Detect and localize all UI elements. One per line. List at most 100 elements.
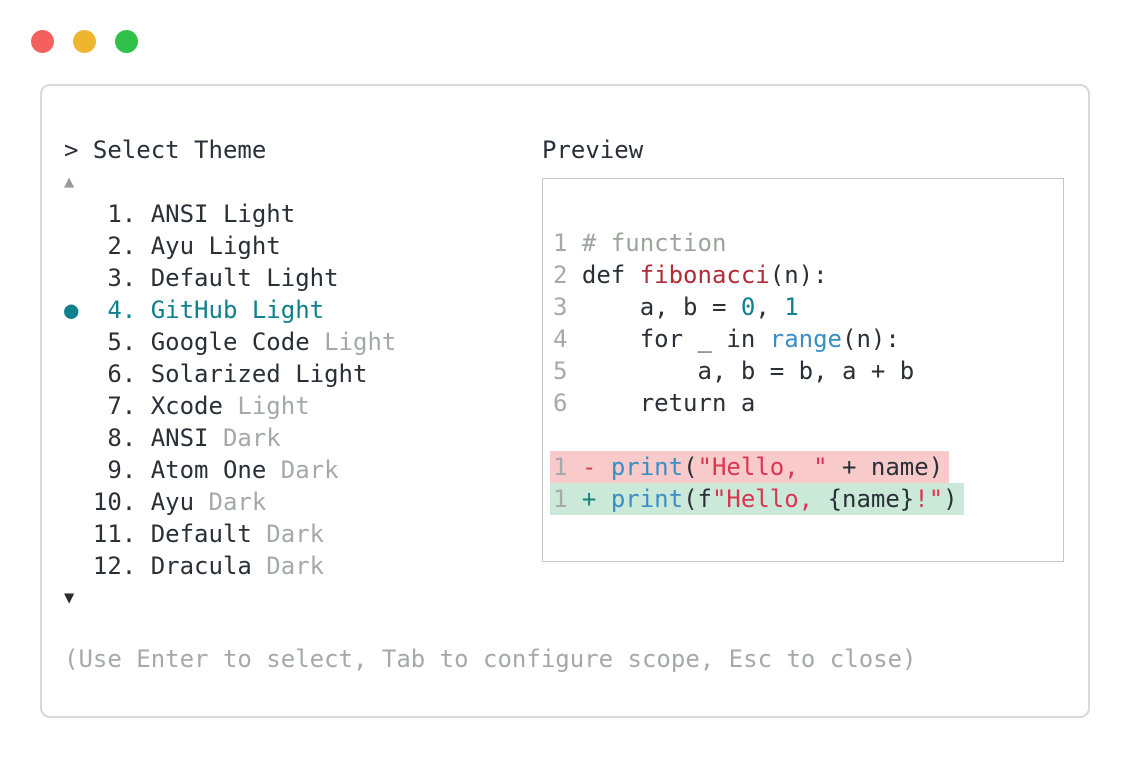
- theme-item-label: Ayu Light: [150, 232, 281, 260]
- bullet-placeholder: [64, 552, 93, 580]
- theme-item-variant-label: Dark: [266, 456, 339, 484]
- token-ink: def: [581, 261, 640, 289]
- theme-item-label: Dracula: [150, 552, 252, 580]
- theme-item-default[interactable]: 11. Default Dark: [64, 518, 396, 550]
- theme-item-label: Google Code: [150, 328, 310, 356]
- bullet-placeholder: [64, 360, 93, 388]
- token-ink: ,: [755, 293, 785, 321]
- theme-item-label: ANSI Light: [150, 200, 296, 228]
- bullet-placeholder: [64, 488, 93, 516]
- code-line-content: 1 # function: [550, 227, 732, 259]
- theme-item-ansi-light[interactable]: 1. ANSI Light: [64, 198, 396, 230]
- theme-item-xcode[interactable]: 7. Xcode Light: [64, 390, 396, 422]
- theme-select-dialog: > Select Theme ▲ 1. ANSI Light 2. Ayu Li…: [40, 84, 1090, 718]
- theme-item-number: 11.: [92, 520, 151, 548]
- theme-item-ayu-light[interactable]: 2. Ayu Light: [64, 230, 396, 262]
- theme-item-variant-label: Dark: [208, 424, 281, 452]
- code-line: [550, 419, 1063, 451]
- theme-item-variant-label: Dark: [251, 520, 325, 548]
- bullet-placeholder: [64, 424, 93, 452]
- dialog-title: Select Theme: [92, 136, 267, 164]
- theme-item-label: Default Light: [150, 264, 339, 292]
- token-diff-plus: +: [581, 485, 611, 513]
- theme-item-atom-one[interactable]: 9. Atom One Dark: [64, 454, 396, 486]
- selected-dot-icon: ●: [64, 296, 93, 324]
- token-number: 1: [784, 293, 799, 321]
- scroll-down-indicator[interactable]: ▼: [64, 588, 75, 608]
- token-ink: {name}: [827, 485, 915, 513]
- code-line: 3 a, b = 0, 1: [550, 291, 1063, 323]
- code-line: 1 # function: [550, 227, 1063, 259]
- token-ink: (f: [683, 485, 712, 513]
- theme-item-label: GitHub Light: [150, 296, 325, 324]
- dialog-title-row: > Select Theme: [64, 134, 266, 166]
- theme-item-label: ANSI: [150, 424, 209, 452]
- scroll-up-indicator[interactable]: ▲: [64, 172, 75, 192]
- close-window-icon[interactable]: [31, 30, 54, 53]
- token-diff-minus: -: [581, 453, 611, 481]
- theme-item-label: Solarized Light: [150, 360, 368, 388]
- bullet-placeholder: [64, 392, 93, 420]
- theme-item-number: 3.: [92, 264, 151, 292]
- theme-item-variant-label: Dark: [251, 552, 325, 580]
- token-ink: for _ in: [581, 325, 770, 353]
- theme-item-number: 1.: [92, 200, 151, 228]
- prompt-symbol: >: [64, 136, 93, 164]
- code-line-content: 6 return a: [550, 387, 761, 419]
- code-line: 5 a, b = b, a + b: [550, 355, 1063, 387]
- token-builtin: print: [610, 485, 684, 513]
- theme-list: 1. ANSI Light 2. Ayu Light 3. Default Li…: [64, 198, 396, 582]
- diff-added-line: 1 + print(f"Hello, {name}!"): [550, 483, 1063, 515]
- line-number: 1: [553, 485, 582, 513]
- theme-item-number: 8.: [92, 424, 151, 452]
- token-ink: a, b =: [581, 293, 741, 321]
- token-comment: # function: [581, 229, 727, 257]
- bullet-placeholder: [64, 232, 93, 260]
- window-controls: [31, 30, 138, 53]
- theme-item-ansi[interactable]: 8. ANSI Dark: [64, 422, 396, 454]
- token-string: !": [914, 485, 944, 513]
- token-func: fibonacci: [639, 261, 770, 289]
- code-line: 2 def fibonacci(n):: [550, 259, 1063, 291]
- line-number: 1: [553, 453, 582, 481]
- theme-item-label: Ayu: [150, 488, 195, 516]
- theme-item-default-light[interactable]: 3. Default Light: [64, 262, 396, 294]
- code-line-content: 1 - print("Hello, " + name): [550, 451, 950, 483]
- maximize-window-icon[interactable]: [115, 30, 138, 53]
- bullet-placeholder: [64, 520, 93, 548]
- theme-item-number: 2.: [92, 232, 151, 260]
- theme-item-ayu[interactable]: 10. Ayu Dark: [64, 486, 396, 518]
- token-ink: (n):: [769, 261, 828, 289]
- theme-item-google-code[interactable]: 5. Google Code Light: [64, 326, 396, 358]
- theme-item-label: Default: [150, 520, 252, 548]
- token-ink: (: [683, 453, 698, 481]
- theme-item-number: 5.: [92, 328, 151, 356]
- code-line-content: 4 for _ in range(n):: [550, 323, 906, 355]
- theme-item-number: 4.: [92, 296, 151, 324]
- theme-item-variant-label: Light: [222, 392, 310, 420]
- minimize-window-icon[interactable]: [73, 30, 96, 53]
- theme-item-github-light[interactable]: ● 4. GitHub Light: [64, 294, 396, 326]
- bullet-placeholder: [64, 264, 93, 292]
- token-string: "Hello, ": [697, 453, 828, 481]
- code-line: 4 for _ in range(n):: [550, 323, 1063, 355]
- theme-item-number: 6.: [92, 360, 151, 388]
- theme-item-solarized-light[interactable]: 6. Solarized Light: [64, 358, 396, 390]
- theme-item-dracula[interactable]: 12. Dracula Dark: [64, 550, 396, 582]
- token-builtin: range: [769, 325, 842, 353]
- bullet-placeholder: [64, 200, 93, 228]
- token-ink: return a: [581, 389, 756, 417]
- line-number: 6: [553, 389, 582, 417]
- diff-removed-line: 1 - print("Hello, " + name): [550, 451, 1063, 483]
- theme-item-variant-label: Light: [309, 328, 397, 356]
- token-number: 0: [740, 293, 756, 321]
- code-line: 6 return a: [550, 387, 1063, 419]
- theme-item-label: Atom One: [150, 456, 267, 484]
- token-string: "Hello,: [711, 485, 828, 513]
- line-number: 5: [553, 357, 582, 385]
- theme-item-number: 12.: [92, 552, 151, 580]
- code-line-content: 5 a, b = b, a + b: [550, 355, 920, 387]
- theme-item-number: 7.: [92, 392, 151, 420]
